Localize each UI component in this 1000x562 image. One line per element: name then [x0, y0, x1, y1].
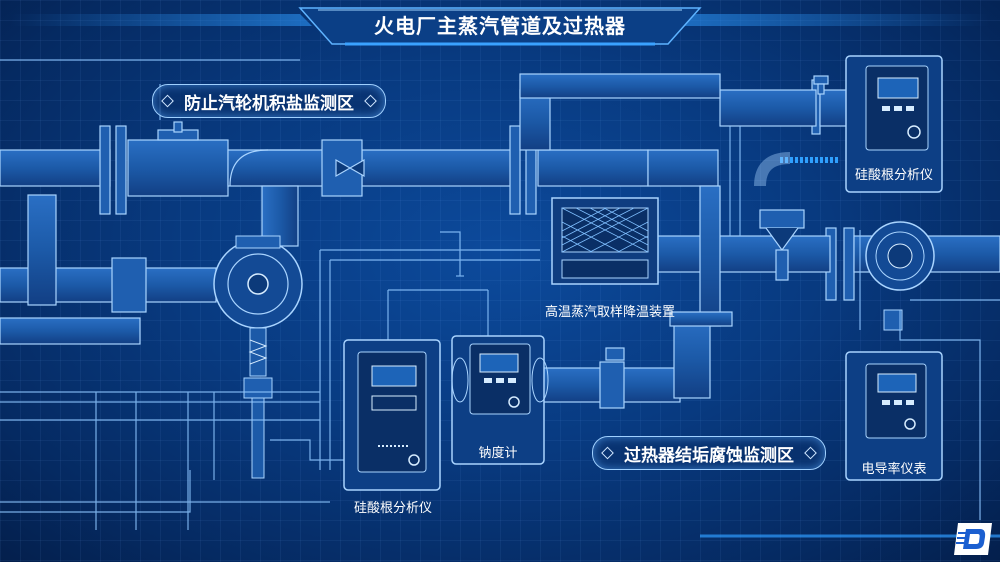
header-banner — [10, 7, 990, 46]
lower-left-pipes — [0, 194, 217, 345]
label-sodium: 钠度计 — [478, 446, 518, 461]
diamond-icon — [804, 446, 817, 460]
zone-superheater-text: 过热器结垢腐蚀监测区 — [624, 445, 794, 466]
logo-icon — [954, 523, 992, 555]
right-round-valve — [865, 221, 935, 331]
diamond-icon — [364, 94, 377, 108]
left-flange — [111, 257, 147, 313]
label-silicate-top: 硅酸根分析仪 — [854, 168, 933, 183]
zone-turbine-label: 防止汽轮机积盐监测区 — [152, 84, 386, 118]
silicate-analyzer-top — [845, 55, 943, 193]
label-desuperheater: 高温蒸汽取样降温装置 — [544, 305, 675, 320]
conductivity-meter — [845, 351, 943, 481]
label-silicate-bottom: 硅酸根分析仪 — [353, 501, 432, 516]
zone-turbine-text: 防止汽轮机积盐监测区 — [184, 93, 354, 114]
silicate-analyzer-bottom — [343, 339, 441, 491]
page-title: 火电厂主蒸汽管道及过热器 — [374, 13, 626, 38]
central-valve — [213, 235, 303, 479]
sample-lines — [539, 311, 733, 409]
sodium-meter — [451, 335, 549, 465]
instrument-lines — [0, 59, 1000, 530]
desuperheater-unit — [551, 197, 659, 285]
diamond-icon — [601, 446, 614, 460]
diamond-icon — [161, 94, 174, 108]
zone-superheater-label: 过热器结垢腐蚀监测区 — [592, 436, 826, 470]
right-valves — [605, 75, 829, 361]
elbow — [229, 149, 269, 187]
header-valve — [157, 121, 365, 178]
label-conductivity: 电导率仪表 — [861, 462, 927, 477]
